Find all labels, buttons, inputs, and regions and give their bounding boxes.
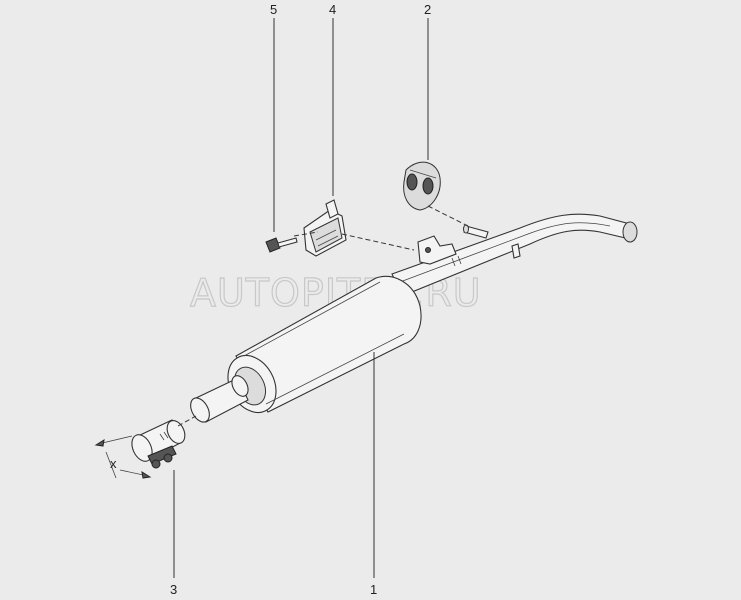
callout-5: 5 (270, 2, 277, 17)
dimension-x-label: x (110, 456, 117, 471)
callout-2: 2 (424, 2, 431, 17)
callout-1: 1 (370, 582, 377, 597)
inlet-pipe (190, 375, 249, 423)
clamp-dimension: x (94, 435, 152, 479)
pipe-hanger-bracket (417, 235, 521, 265)
mount-bracket (303, 199, 347, 257)
tail-pipe (391, 213, 638, 297)
assembly-line-hanger (427, 205, 469, 227)
exhaust-clamp (131, 419, 186, 469)
callout-4: 4 (329, 2, 336, 17)
callout-3: 3 (170, 582, 177, 597)
assembly-line-bracket (341, 233, 415, 251)
assembly-line-clamp (177, 415, 197, 427)
rubber-hanger (403, 161, 441, 211)
assembly-line-bolt (293, 231, 319, 237)
hanger-pin (463, 224, 489, 239)
bolt (265, 237, 298, 253)
